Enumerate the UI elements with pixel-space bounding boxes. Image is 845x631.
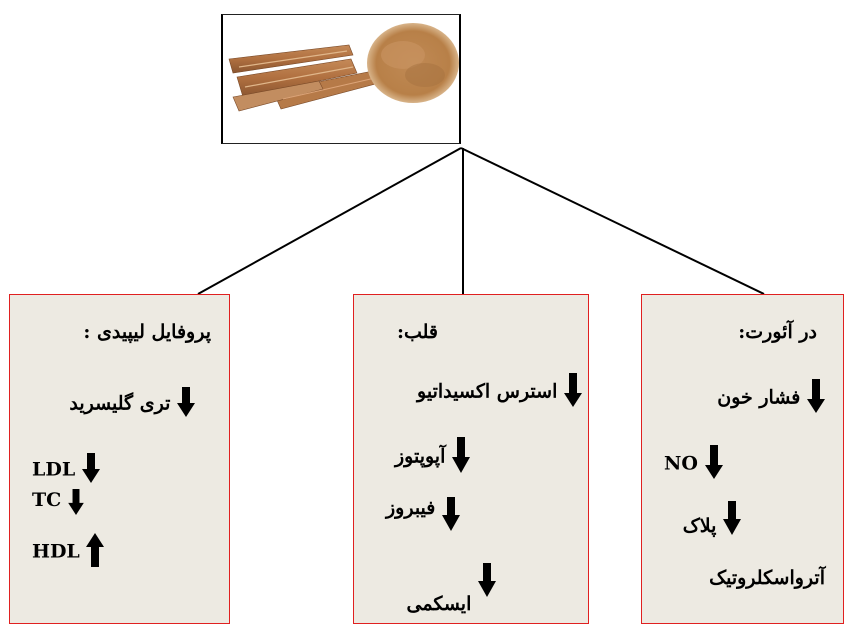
decrease-arrow-icon [807, 379, 825, 418]
fibrosis-label: فیبروز [385, 497, 436, 519]
ischemia-label: ایسکمی [406, 593, 472, 615]
increase-arrow-icon [86, 533, 105, 572]
apoptosis-label: آپوپتوز [394, 445, 446, 468]
oxidative-stress-item: استرس اکسیداتیو [417, 373, 582, 412]
fibrosis-item: فیبروز [386, 497, 460, 536]
decrease-arrow-icon [68, 489, 84, 520]
plaque-item: پلاک [683, 501, 741, 540]
cinnamon-sticks [228, 44, 380, 112]
decrease-arrow-icon [81, 453, 100, 488]
aorta-box: در آئورت: فشار خون NO پلاک آترواسکلروتیک [641, 294, 844, 624]
ldl-label: LDL [32, 458, 76, 481]
hdl-label: HDL [32, 540, 80, 563]
heart-title: قلب: [396, 321, 438, 343]
decrease-arrow-icon [723, 501, 741, 540]
lipid-profile-title: پروفایل لیپیدی : [83, 321, 211, 343]
ischemia-item: ایسکمی [407, 563, 496, 615]
triglyceride-item: تری گلیسرید [69, 387, 195, 422]
decrease-arrow-icon [177, 387, 195, 422]
tc-label: TC [32, 489, 62, 511]
plaque-label: پلاک [682, 515, 717, 537]
decrease-arrow-icon [564, 373, 582, 412]
blood-pressure-label: فشار خون [717, 386, 801, 409]
aorta-title: در آئورت: [738, 321, 817, 343]
triglyceride-label: تری گلیسرید [69, 392, 171, 415]
atherosclerotic-label: آترواسکلروتیک [709, 567, 825, 589]
cinnamon-image [221, 14, 461, 144]
oxidative-stress-label: استرس اکسیداتیو [417, 380, 558, 403]
decrease-arrow-icon [452, 437, 470, 478]
heart-box: قلب: استرس اکسیداتیو آپوپتوز فیبروز ایسک… [353, 294, 589, 624]
ldl-item: LDL [32, 453, 100, 488]
lipid-profile-box: پروفایل لیپیدی : تری گلیسرید LDL TC HDL [9, 294, 230, 624]
decrease-arrow-icon [704, 445, 723, 484]
apoptosis-item: آپوپتوز [395, 437, 470, 478]
atherosclerotic-item: آترواسکلروتیک [709, 567, 825, 589]
blood-pressure-item: فشار خون [717, 379, 825, 418]
cinnamon-illustration [228, 23, 459, 112]
no-item: NO [664, 445, 723, 484]
cinnamon-powder [367, 23, 459, 103]
decrease-arrow-icon [442, 497, 460, 536]
decrease-arrow-icon [478, 563, 496, 602]
tc-item: TC [32, 489, 84, 520]
hdl-item: HDL [32, 533, 105, 572]
no-label: NO [664, 452, 698, 475]
